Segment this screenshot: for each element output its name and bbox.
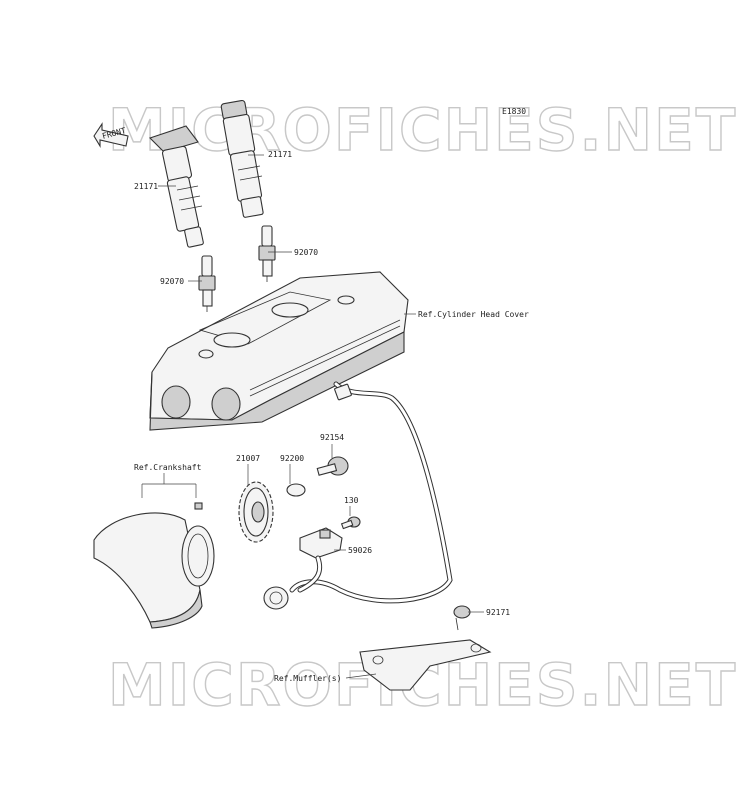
spark-plug-left [198,255,216,312]
cylinder-head-cover [149,271,409,431]
label-sensor: 59026 [348,546,372,555]
bolt [316,456,349,476]
diagram-code: E1830 [502,107,526,116]
label-cylinder-head-cover: Ref.Cylinder Head Cover [418,310,529,319]
label-muffler: Ref.Muffler(s) [274,674,341,683]
grommet [263,586,289,610]
bolt-small [340,516,361,530]
label-plug-right: 92070 [294,248,318,257]
leader-lines [141,154,484,679]
front-arrow-icon: FRONT [93,122,129,148]
ignition-coil-left [148,125,204,248]
label-clamp: 92171 [486,608,510,617]
label-coil-left: 21171 [134,182,158,191]
label-bolt: 92154 [320,433,344,442]
spark-plug-right [258,225,276,282]
label-coil-right: 21171 [268,150,292,159]
muffler-bracket [359,639,492,691]
label-crankshaft: Ref.Crankshaft [134,463,202,472]
clamp [453,605,471,631]
crankshaft-sensor [299,527,343,559]
watermark-top: MICROFICHES.NET [108,96,737,164]
rotor-gear [238,481,274,543]
ignition-coil-right [220,99,264,218]
label-plug-left: 92070 [160,277,184,286]
cable-connector [334,383,352,401]
label-washer: 92200 [280,454,304,463]
label-rotor: 21007 [236,454,260,463]
crankshaft-housing [93,502,215,629]
label-bolt-small: 130 [344,496,359,505]
washer [286,483,306,497]
